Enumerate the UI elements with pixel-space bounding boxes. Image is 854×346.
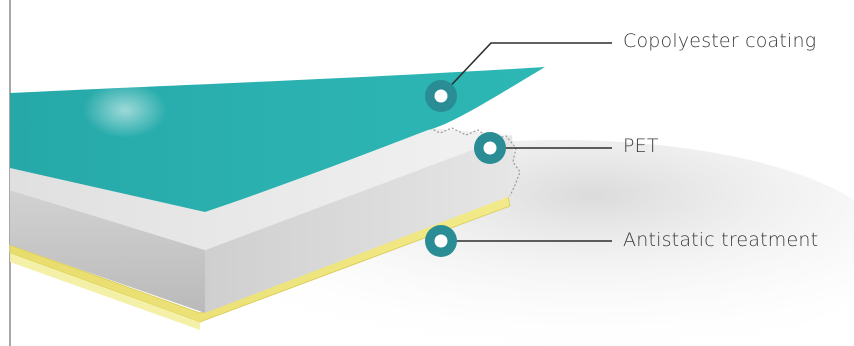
antistatic-treatment-label: Antistatic treatment <box>623 229 819 251</box>
pet-layer-side <box>205 135 516 313</box>
pet-label: PET <box>623 135 659 157</box>
coating-shine <box>83 82 167 138</box>
copolyester-coating-label: Copolyester coating <box>623 30 817 52</box>
pet-layer-front <box>10 190 205 313</box>
circle-marker-icon <box>425 225 457 257</box>
antistatic-layer-edge <box>10 253 200 330</box>
leader-line-copolyester <box>440 42 612 97</box>
circle-marker-icon <box>474 132 506 164</box>
circle-marker-icon <box>425 80 457 112</box>
